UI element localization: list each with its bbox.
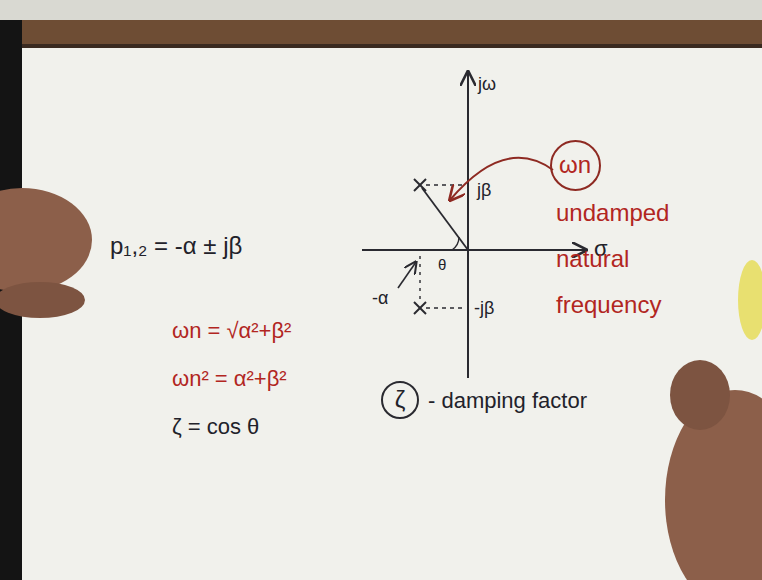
marker-pen: [738, 260, 762, 340]
theta-arc: [452, 237, 459, 250]
finger: [670, 360, 730, 430]
circle-outline: [382, 382, 418, 418]
dashed-line: [426, 184, 466, 185]
pole-cross: [414, 179, 426, 191]
formula: ωn = √α²+β²: [172, 318, 291, 343]
board-frame: [0, 20, 762, 48]
annotation: - damping factor: [428, 388, 587, 413]
wall: [0, 0, 762, 20]
axis-label: -jβ: [474, 298, 494, 319]
dashed-line: [426, 307, 466, 308]
pole-cross: [414, 302, 426, 314]
symbol-text: ζ: [395, 386, 406, 414]
hand: [0, 188, 92, 292]
circled-symbol: ωn: [549, 139, 602, 192]
finger: [0, 282, 85, 318]
axis-label: jω: [478, 74, 496, 95]
circled-symbol: ζ: [380, 380, 420, 420]
real-axis: [362, 249, 586, 251]
circle-outline: [551, 141, 600, 190]
pole-equation: p₁,₂ = -α ± jβ: [110, 232, 242, 260]
angle-label: θ: [438, 256, 446, 273]
formula: ζ = cos θ: [172, 414, 259, 439]
annotation: undamped natural frequency: [556, 190, 686, 328]
symbol-text: ωn: [559, 151, 591, 179]
dashed-line: [419, 256, 420, 300]
axis-label: jβ: [477, 180, 491, 201]
pole-vector: [422, 188, 468, 250]
pointer-arrow: [398, 262, 416, 288]
board-frame-edge: [0, 44, 762, 48]
pole-label: -α: [372, 288, 388, 309]
imaginary-axis: [467, 72, 469, 378]
formula: ωn² = α²+β²: [172, 366, 287, 391]
pointer-arrow: [450, 158, 553, 200]
